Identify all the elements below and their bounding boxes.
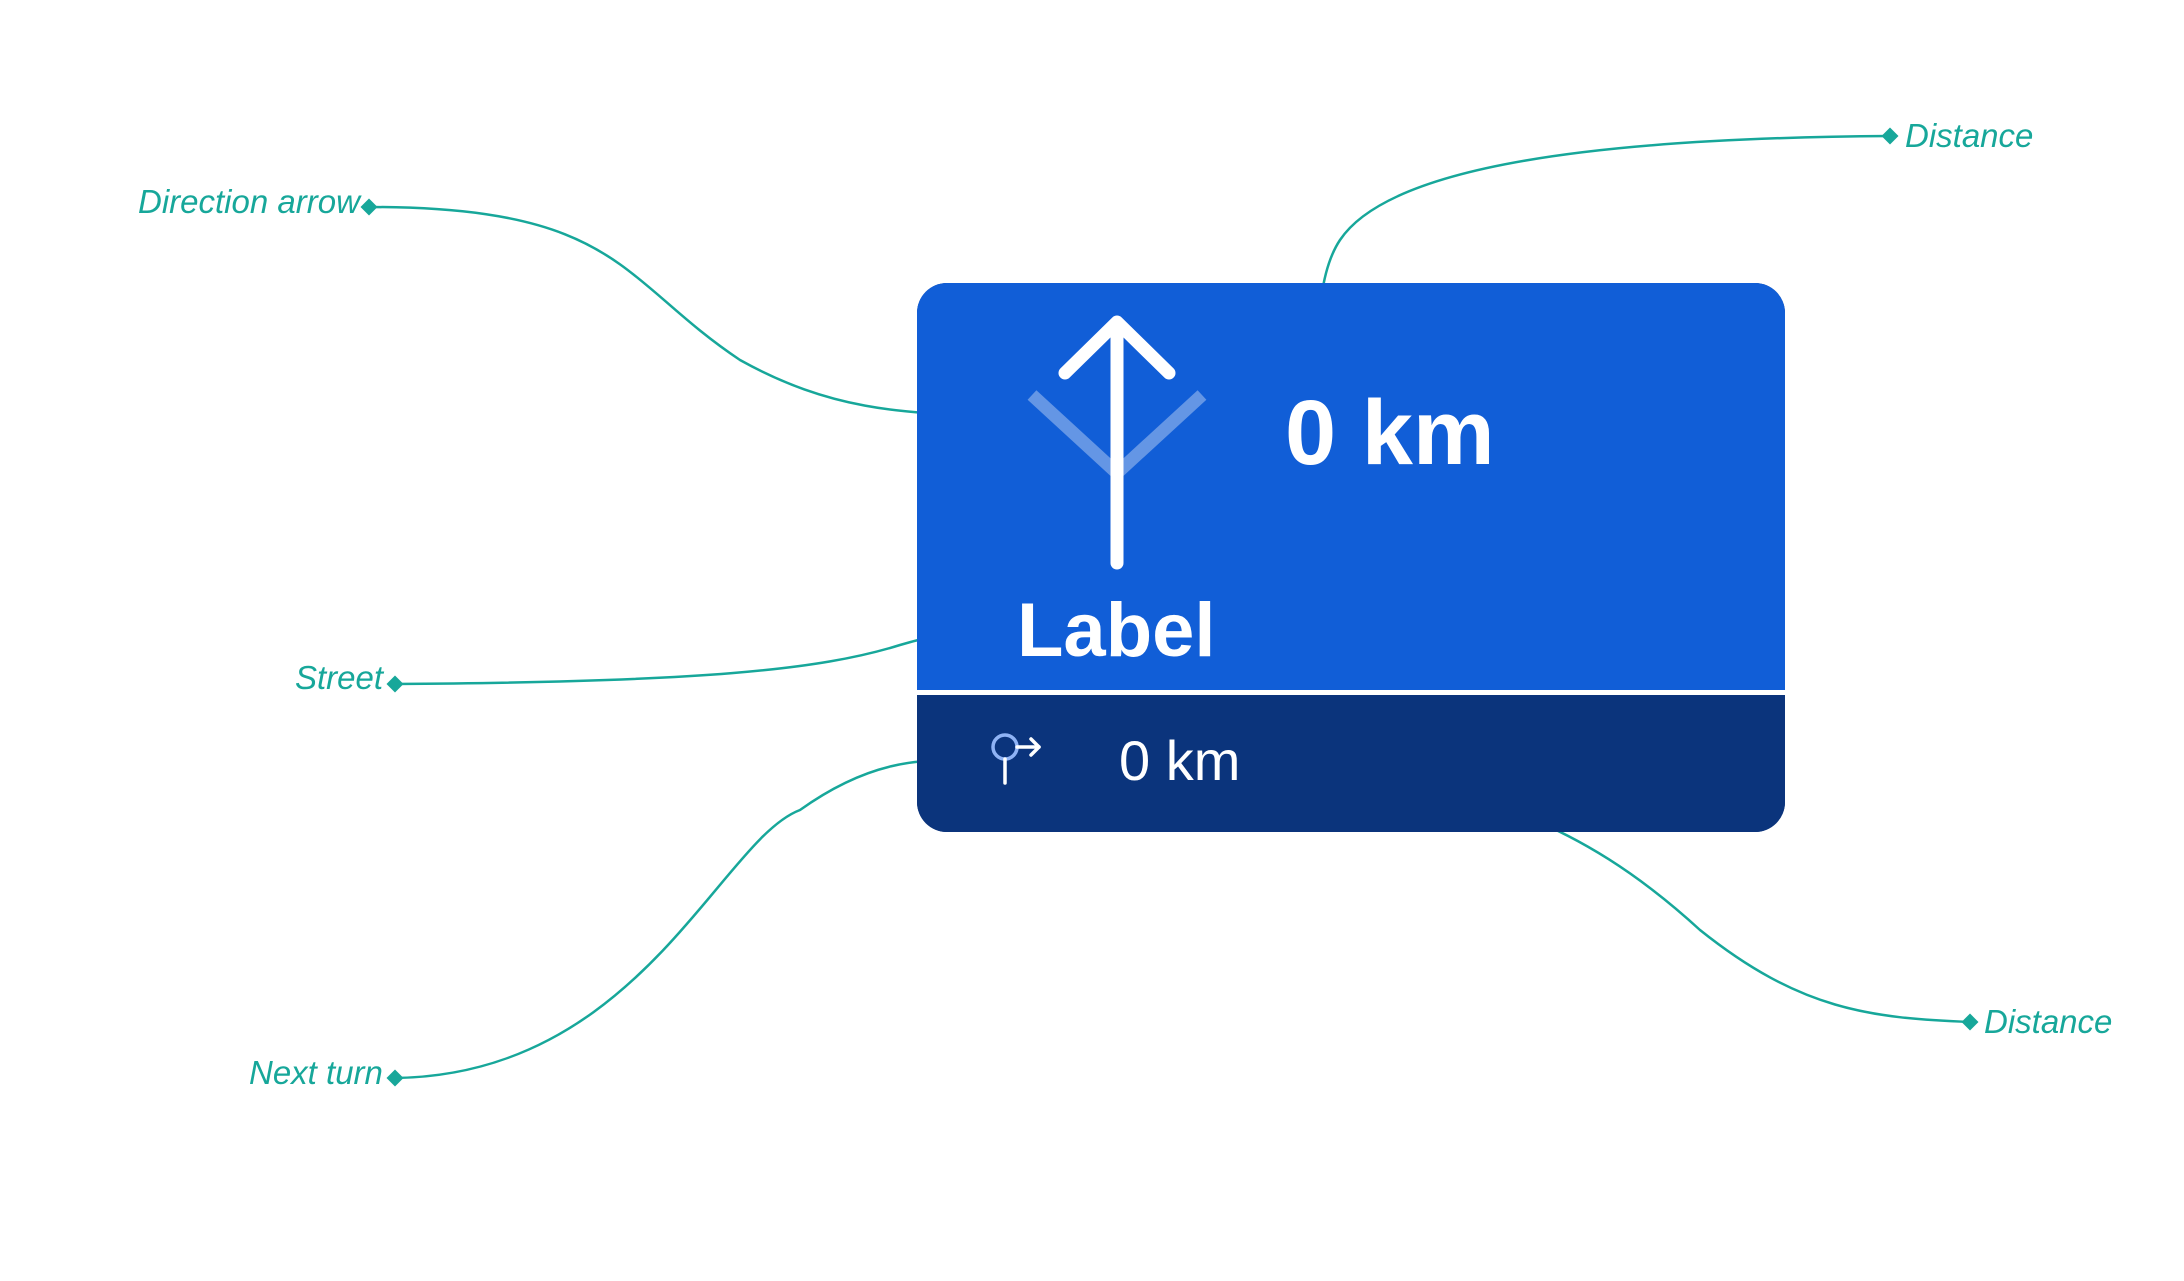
roundabout-exit-head [1029, 737, 1041, 757]
distance-top-connector-dot [1881, 127, 1899, 145]
street-connector [394, 628, 996, 686]
panel-divider [917, 690, 1785, 695]
next-turn-panel: 0 km [917, 695, 1785, 832]
next-turn-connector [394, 758, 961, 1080]
street-connector-dot [386, 675, 404, 693]
primary-maneuver-panel: 0 km Label [917, 283, 1785, 690]
next-turn-distance: 0 km [1119, 729, 1241, 792]
primary-distance: 0 km [1285, 382, 1495, 484]
arrow-head [1058, 315, 1176, 380]
direction-arrow-connector [368, 205, 991, 418]
street-label: Label [1017, 588, 1216, 673]
distance-bottom-connector-dot [1961, 1013, 1979, 1031]
next-turn-connector-dot [386, 1069, 404, 1087]
street-annotation: Street [295, 659, 384, 696]
roundabout-circle [991, 733, 1019, 761]
distance-top-annotation: Distance [1905, 117, 2034, 154]
direction-arrow-annotation: Direction arrow [138, 183, 360, 220]
roundabout-right-icon [991, 733, 1041, 785]
next-turn-annotation: Next turn [249, 1054, 383, 1091]
distance-bottom-annotation: Distance [1984, 1003, 2113, 1040]
navigation-card: 0 km Label 0 km [917, 283, 1785, 832]
straight-arrow-icon [1027, 315, 1207, 570]
direction-arrow-connector-dot [360, 198, 378, 216]
